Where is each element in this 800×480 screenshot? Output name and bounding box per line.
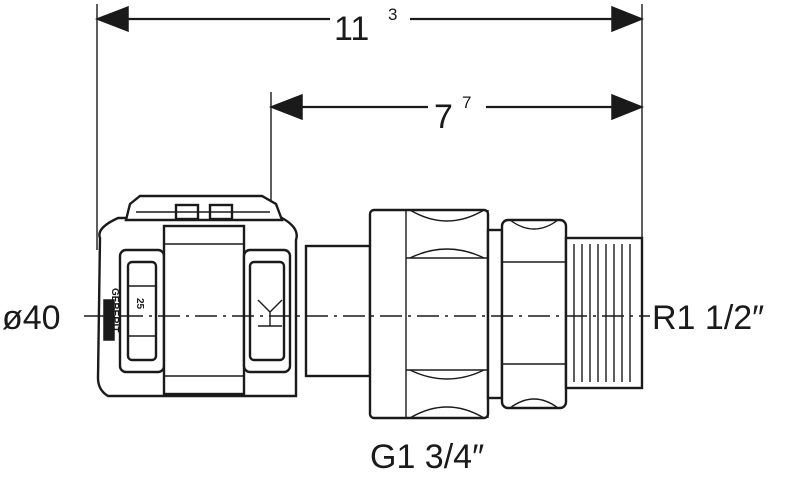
partial-dimension-value: 7 bbox=[434, 98, 453, 136]
arrowhead-icon bbox=[611, 5, 645, 33]
pipe-diameter-label: ø40 bbox=[2, 299, 61, 337]
arrowhead-icon bbox=[94, 5, 129, 33]
brand-mark: GEBERIT bbox=[109, 288, 120, 332]
press-fit-coupling: GEBERIT 25 bbox=[96, 194, 298, 398]
overall-dimension-value: 11 bbox=[334, 10, 369, 48]
overall-dimension-superscript: 3 bbox=[388, 5, 397, 24]
outer-thread-label: R1 1/2″ bbox=[652, 299, 764, 337]
size-mark: 25 bbox=[134, 298, 145, 310]
threaded-end bbox=[564, 236, 644, 390]
arrowhead-icon bbox=[268, 93, 303, 121]
hex-body bbox=[486, 218, 568, 410]
pipe-stub bbox=[304, 244, 372, 378]
overall-dimension: 11 3 bbox=[94, 5, 645, 48]
clamp-band bbox=[162, 224, 246, 396]
partial-dimension-superscript: 7 bbox=[462, 93, 471, 112]
partial-dimension: 7 7 bbox=[268, 93, 645, 136]
arrow-marker-icon bbox=[257, 299, 283, 327]
arrowhead-icon bbox=[611, 93, 645, 121]
union-thread-label: G1 3/4″ bbox=[370, 438, 484, 476]
union-nut bbox=[368, 208, 490, 420]
